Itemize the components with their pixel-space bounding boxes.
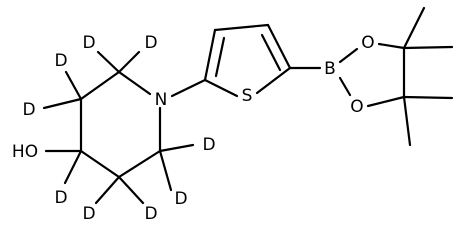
boron-label: B	[324, 59, 336, 79]
bond-c2t-c3t	[203, 28, 217, 82]
bond-methyl-4	[402, 95, 412, 147]
bond-c4-c5	[79, 149, 121, 179]
bond-cd-2	[117, 50, 141, 74]
oxygen-lower-label: O	[350, 97, 363, 117]
deuterium-label: D	[174, 189, 187, 209]
deuterium-label: D	[22, 100, 35, 120]
bond-o2-c2	[366, 95, 406, 108]
bond-cd-7	[117, 175, 145, 205]
hydroxyl-label: HO	[12, 142, 38, 162]
bond-cd-5	[63, 149, 83, 185]
bond-c5-c6	[117, 149, 162, 179]
bond-c4t-c5t	[266, 23, 292, 70]
deuterium-label: D	[144, 33, 157, 53]
molecule-diagram: N S B O O HO D D D D D D D D D	[12, 6, 454, 224]
deuterium-label: D	[54, 51, 67, 71]
deuterium-labels: D D D D D D D D D	[22, 33, 215, 224]
structure-svg: N S B O O HO D D D D D D D D D	[12, 6, 454, 224]
deuterium-label: D	[202, 135, 215, 155]
bond-cd-9	[158, 149, 173, 192]
bond-cd-4	[42, 97, 83, 110]
bond-cd-8	[158, 143, 195, 153]
bonds	[42, 6, 454, 205]
oxygen-upper-label: O	[361, 33, 374, 53]
bond-o1-c1	[377, 42, 406, 50]
bond-cd-3	[64, 70, 83, 101]
deuterium-label: D	[144, 204, 157, 224]
bond-c4t-c5t-inner	[260, 33, 282, 72]
bond-cd-6	[94, 175, 121, 205]
bond-c5t-s	[255, 66, 292, 95]
bond-c2-c3	[79, 70, 121, 101]
bond-s-c2t	[203, 78, 239, 98]
bond-methyl-3	[402, 95, 454, 100]
bond-c2t-c3t-inner	[214, 36, 226, 78]
bond-n-thiophene	[170, 78, 207, 98]
bond-n-c2	[117, 70, 152, 96]
bond-b-o1	[338, 47, 359, 64]
nitrogen-label: N	[155, 90, 168, 110]
bond-cd-1	[96, 50, 121, 74]
bond-b-o2	[338, 76, 352, 97]
sulfur-label: S	[242, 86, 253, 106]
bond-methyl-1	[402, 6, 426, 50]
atom-labels: N S B O O HO	[12, 33, 375, 162]
deuterium-label: D	[82, 204, 95, 224]
deuterium-label: D	[82, 33, 95, 53]
deuterium-label: D	[54, 188, 67, 208]
bond-methyl-2	[402, 45, 454, 50]
bond-c3t-c4t	[213, 23, 270, 32]
